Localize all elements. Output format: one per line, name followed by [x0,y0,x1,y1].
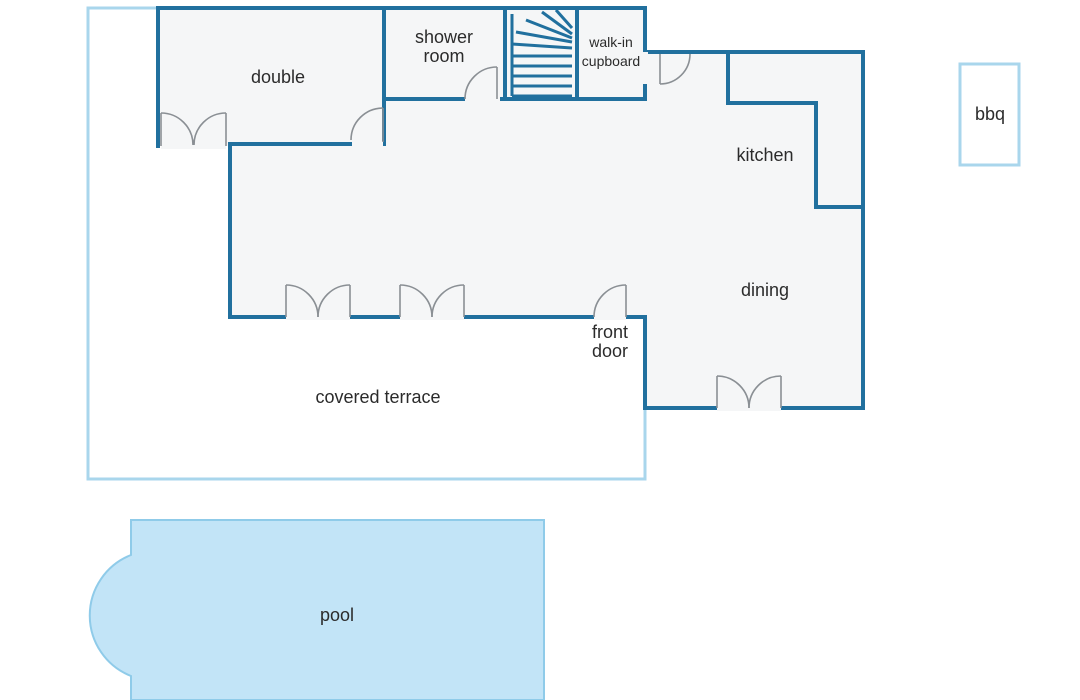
double-door-dining [716,375,782,411]
front-door [593,284,627,320]
label-covered-terrace: covered terrace [315,387,440,407]
pool [88,519,545,700]
label-front-door-line1: front [592,322,628,342]
door-bedroom [350,107,384,147]
double-door-bedroom [160,112,227,149]
label-shower-line2: room [423,46,464,66]
doors [160,52,782,411]
staircase [510,9,574,98]
label-kitchen: kitchen [736,145,793,165]
door-shower-room [464,66,500,102]
door-walk-in-cupboard [642,52,691,85]
label-double: double [251,67,305,87]
floor-fill [158,8,863,408]
label-walkin-line1: walk-in [588,34,633,50]
label-bbq: bbq [975,104,1005,124]
label-shower-line1: shower [415,27,473,47]
label-walkin-line2: cupboard [582,53,640,69]
label-dining: dining [741,280,789,300]
label-front-door-line2: door [592,341,628,361]
double-door-terrace-1 [285,284,351,320]
bbq-area [958,62,1021,167]
walls [156,6,865,410]
label-pool: pool [320,605,354,625]
double-door-terrace-2 [399,284,465,320]
labels: double shower room walk-in cupboard kitc… [251,27,1005,625]
